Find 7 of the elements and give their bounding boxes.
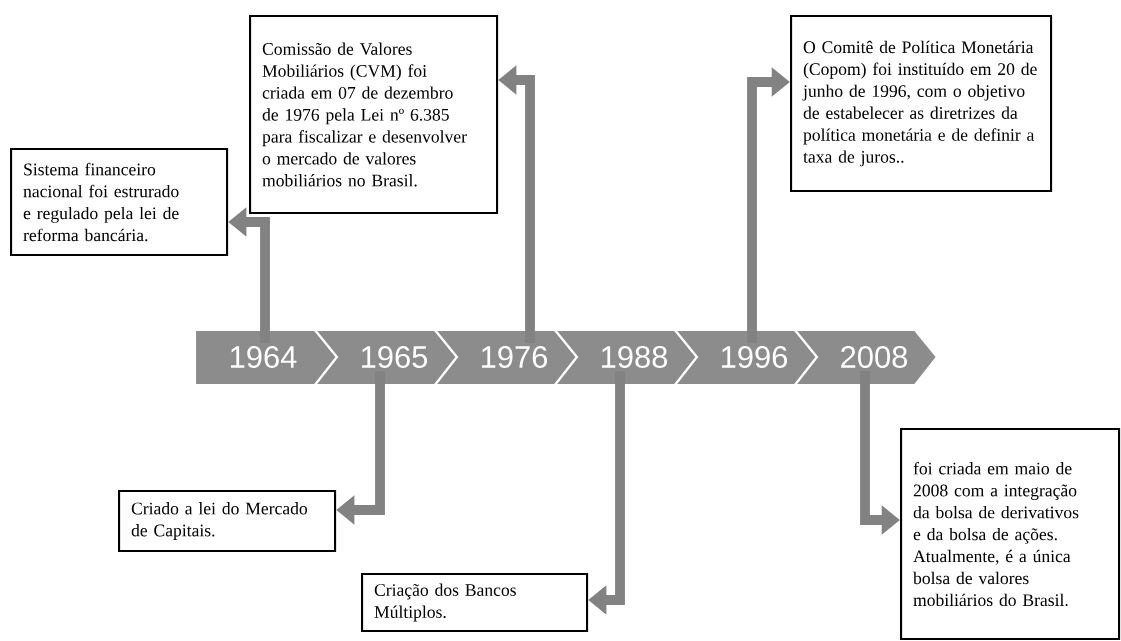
text-box: Criação dos Bancos Múltiplos. xyxy=(361,573,589,633)
text-box: Comissão de Valores Mobiliários (CVM) foi criada em 07 de dezembro de 1976 pela Lei nº 6.385 para fiscalizar e desenvolver o mercado de valores mobiliários no Brasil. xyxy=(249,15,499,215)
text-box: Criado a lei do Mercado de Capitais. xyxy=(118,490,337,553)
text-box: foi criada em maio de 2008 com a integração da bolsa de derivativos e da bolsa de ações. Atualmente, é a única bolsa de valores mobiliários do Brasil. xyxy=(900,428,1121,641)
text-box: O Comitê de Política Monetária (Copom) foi instituído em 20 de junho de 1996, com o objetivo de estabelecer as diretrizes da política monetária e de definir a taxa de juros.. xyxy=(790,15,1053,193)
chevron-step: 2008 xyxy=(792,328,939,387)
text-box: Sistema financeiro nacional foi estrurado e regulado pela lei de reforma bancária. xyxy=(10,148,229,257)
